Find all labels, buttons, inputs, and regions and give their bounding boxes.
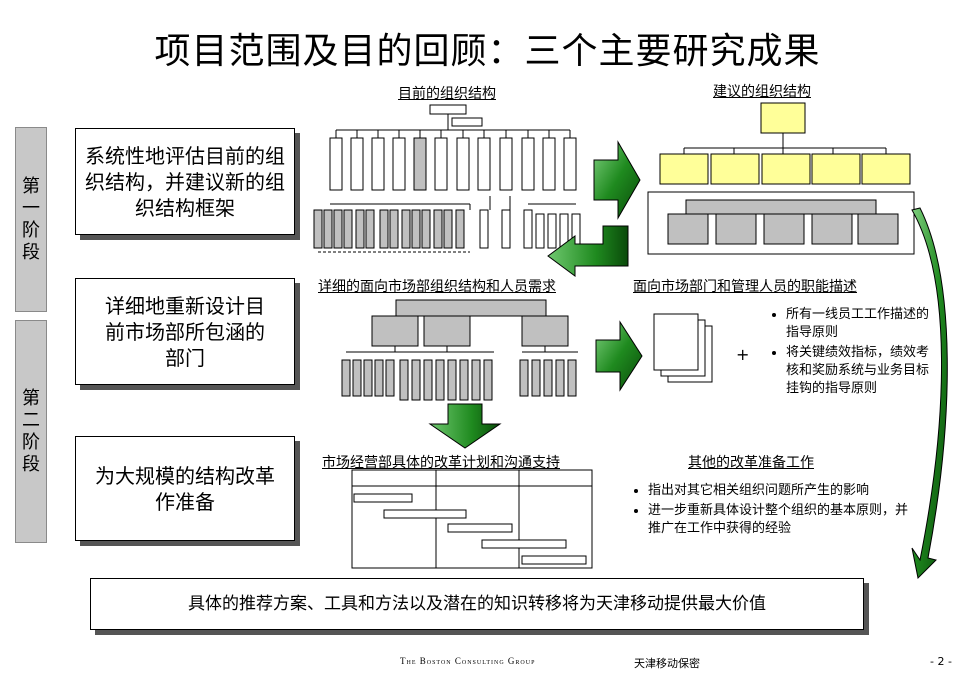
footer-brand: The Boston Consulting Group: [400, 656, 536, 666]
phase-1-label: 第一阶段: [22, 175, 40, 263]
document-stack-icon: [653, 313, 713, 383]
other-prep-bullets: 指出对其它相关组织问题所产生的影响 进一步重新具体设计整个组织的基本原则，并推广…: [634, 482, 914, 540]
arrow-down-left: [547, 225, 629, 277]
step-1-text: 系统性地评估目前的组织结构，并建议新的组织结构框架: [85, 143, 285, 220]
arrow-right-middle: [595, 320, 643, 392]
phase-1-bar: 第一阶段: [15, 127, 47, 312]
gantt-chart-icon: [351, 469, 593, 569]
job-desc-bullets: 所有一线员工工作描述的指导原则 将关键绩效指标，绩效考核和奖励系统与业务目标挂钩…: [772, 306, 932, 400]
page-title: 项目范围及目的回顾：三个主要研究成果: [154, 31, 821, 72]
step-2-text: 详细地重新设计目前市场部所包涵的部门: [105, 293, 265, 370]
job-desc-bullet-2: 将关键绩效指标，绩效考核和奖励系统与业务目标挂钩的指导原则: [786, 344, 932, 398]
proposed-org-chart: [647, 102, 915, 255]
job-desc-label: 面向市场部门和管理人员的职能描述: [633, 279, 857, 295]
current-org-chart: [313, 104, 581, 253]
step-box-2: 详细地重新设计目前市场部所包涵的部门: [75, 278, 295, 385]
reform-plan-label: 市场经营部具体的改革计划和沟通支持: [322, 455, 560, 471]
other-prep-bullet-2: 进一步重新具体设计整个组织的基本原则，并推广在工作中获得的经验: [648, 502, 914, 538]
arrow-down-middle: [428, 403, 502, 449]
detailed-org-label: 详细的面向市场部组织结构和人员需求: [318, 279, 556, 295]
bottom-statement-text: 具体的推荐方案、工具和方法以及潜在的知识转移将为天津移动提供最大价值: [188, 594, 766, 614]
arrow-curve-right: [911, 207, 948, 580]
step-box-3: 为大规模的结构改革作准备: [75, 436, 295, 541]
step-3-text: 为大规模的结构改革作准备: [95, 463, 275, 514]
plus-sign: +: [736, 345, 750, 364]
other-prep-bullet-1: 指出对其它相关组织问题所产生的影响: [648, 482, 914, 500]
arrow-right-top: [593, 140, 641, 220]
footer-confidential: 天津移动保密: [634, 657, 700, 670]
step-box-1: 系统性地评估目前的组织结构，并建议新的组织结构框架: [75, 128, 295, 235]
phase-2-label: 第二阶段: [22, 387, 40, 475]
other-prep-label: 其他的改革准备工作: [688, 455, 814, 471]
phase-2-bar: 第二阶段: [15, 320, 47, 543]
footer-page-number: - 2 -: [930, 655, 952, 668]
job-desc-bullet-1: 所有一线员工工作描述的指导原则: [786, 306, 932, 342]
bottom-statement-box: 具体的推荐方案、工具和方法以及潜在的知识转移将为天津移动提供最大价值: [90, 578, 864, 630]
detailed-org-chart: [341, 299, 578, 401]
proposed-org-label: 建议的组织结构: [713, 84, 811, 100]
current-org-label: 目前的组织结构: [398, 86, 496, 102]
